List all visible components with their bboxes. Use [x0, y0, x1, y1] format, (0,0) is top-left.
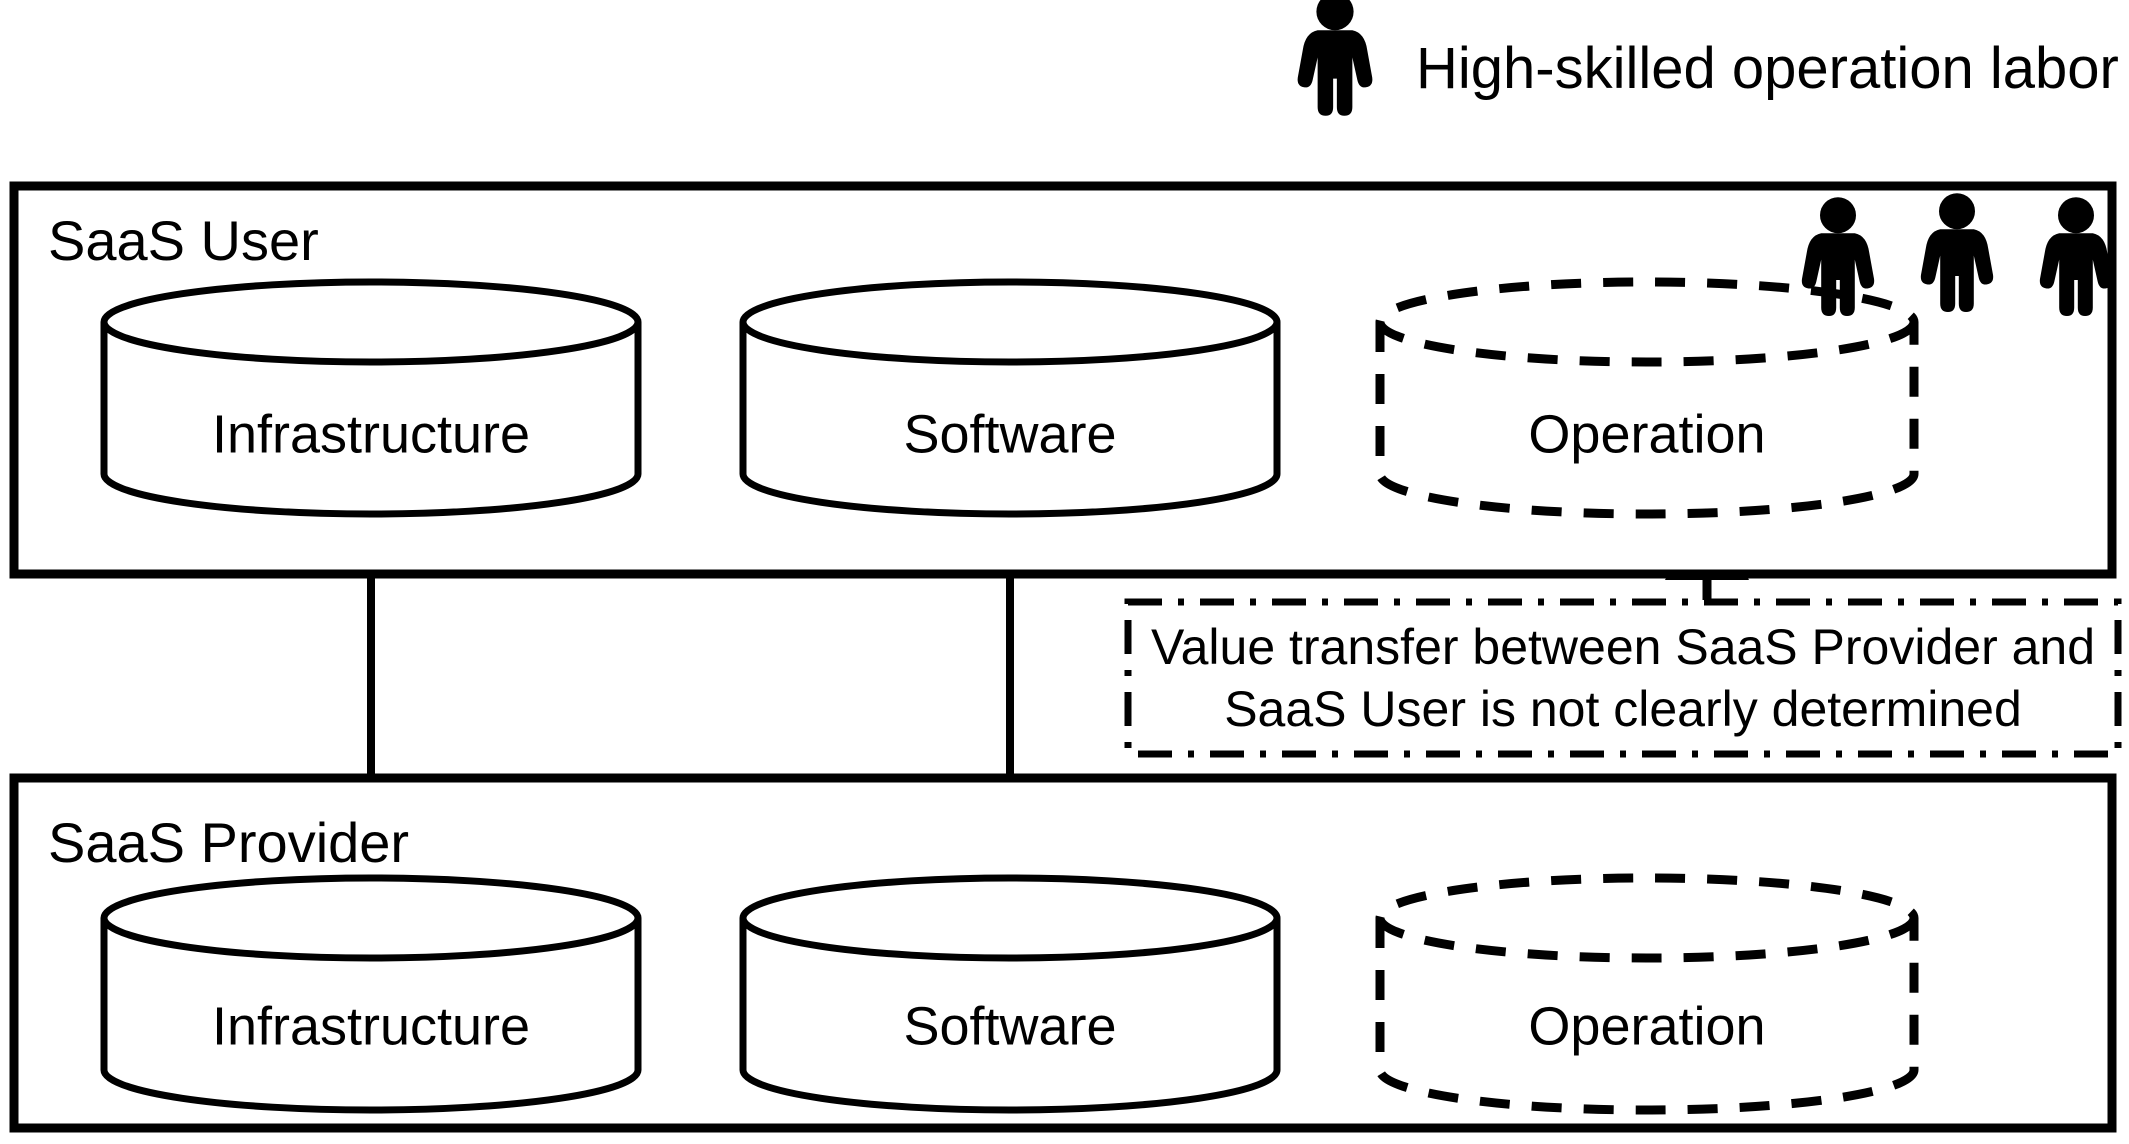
cylinder-provider-infrastructure-label: Infrastructure [212, 996, 530, 1056]
zone-saas-user: SaaS User Infrastructure Software Operat… [9, 181, 2117, 579]
cylinder-provider-operation[interactable]: Operation [1380, 878, 1914, 1110]
note-line-1: Value transfer between SaaS Provider and [1151, 619, 2095, 675]
cylinder-provider-software-label: Software [903, 996, 1116, 1056]
cylinder-provider-infrastructure[interactable]: Infrastructure [104, 878, 638, 1110]
saas-provider-title: SaaS Provider [48, 811, 409, 874]
value-transfer-note: Value transfer between SaaS Provider and… [1124, 598, 2122, 758]
cylinder-user-software-label: Software [903, 404, 1116, 464]
note-line-2: SaaS User is not clearly determined [1224, 681, 2022, 737]
note-box [1124, 598, 2122, 758]
cylinder-user-infrastructure[interactable]: Infrastructure [104, 282, 638, 514]
cylinder-user-infrastructure-label: Infrastructure [212, 404, 530, 464]
cylinder-provider-software[interactable]: Software [743, 878, 1277, 1110]
zone-saas-provider: SaaS Provider Infrastructure Software Op… [9, 773, 2117, 1133]
legend: High-skilled operation labor [1297, 0, 2119, 116]
saas-user-title: SaaS User [48, 209, 319, 272]
cylinder-user-operation-label: Operation [1528, 404, 1765, 464]
cylinder-provider-operation-label: Operation [1528, 996, 1765, 1056]
legend-label: High-skilled operation labor [1416, 36, 2119, 101]
cylinder-user-software[interactable]: Software [743, 282, 1277, 514]
person-icon [1297, 0, 1373, 116]
cylinder-user-operation[interactable]: Operation [1380, 282, 1914, 514]
